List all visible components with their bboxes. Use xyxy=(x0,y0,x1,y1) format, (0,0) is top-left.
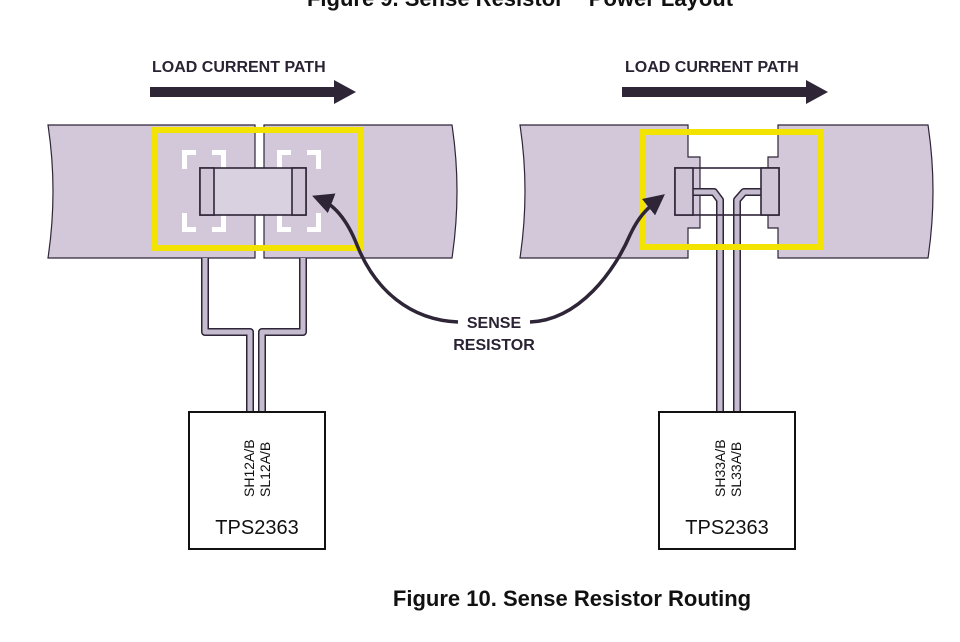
left-layout: LOAD CURRENT PATH xyxy=(47,59,458,550)
left-load-current-label: LOAD CURRENT PATH xyxy=(152,59,326,76)
right-pin-sl-label: SL33A/B xyxy=(728,442,744,497)
left-tps2363-chip xyxy=(188,411,326,550)
right-kelvin-traces xyxy=(693,188,772,412)
left-load-current-arrow xyxy=(150,80,356,104)
right-copper-plane-left xyxy=(519,124,701,259)
right-resistor-terminal-right xyxy=(760,167,780,216)
figure-caption: Figure 10. Sense Resistor Routing xyxy=(393,586,751,611)
sense-resistor-callout: SENSE RESISTOR xyxy=(312,193,665,354)
left-chip-label: TPS2363 xyxy=(215,517,298,539)
right-layout: LOAD CURRENT PATH SH33A/B SL33A/B TPS236… xyxy=(519,59,934,550)
callout-label-line2: RESISTOR xyxy=(453,337,535,354)
callout-arrow-right xyxy=(529,194,665,324)
right-highlight-box xyxy=(640,129,824,250)
left-resistor-terminal-left xyxy=(199,167,215,216)
left-copper-plane-left xyxy=(47,124,256,259)
left-pin-sh-label: SH12A/B xyxy=(241,439,257,497)
right-pin-sh-label: SH33A/B xyxy=(712,439,728,497)
callout-label-line1: SENSE xyxy=(467,315,522,332)
right-chip-label: TPS2363 xyxy=(685,517,768,539)
left-resistor-terminal-right xyxy=(291,167,307,216)
left-highlight-box xyxy=(152,127,363,251)
left-pad-markers-right xyxy=(277,150,321,232)
right-tps2363-chip xyxy=(658,411,796,550)
left-kelvin-traces xyxy=(201,258,307,412)
right-load-current-arrow xyxy=(622,80,828,104)
left-pad-markers-left xyxy=(182,150,226,232)
left-pin-sl-label: SL12A/B xyxy=(257,442,273,497)
right-copper-plane-right xyxy=(767,124,934,259)
callout-arrow-left xyxy=(312,193,459,324)
top-caption: Figure 9. Sense Resistor − Power Layout xyxy=(307,0,734,11)
left-sense-resistor xyxy=(199,167,307,216)
right-resistor-terminal-left xyxy=(674,167,694,216)
right-load-current-label: LOAD CURRENT PATH xyxy=(625,59,799,76)
